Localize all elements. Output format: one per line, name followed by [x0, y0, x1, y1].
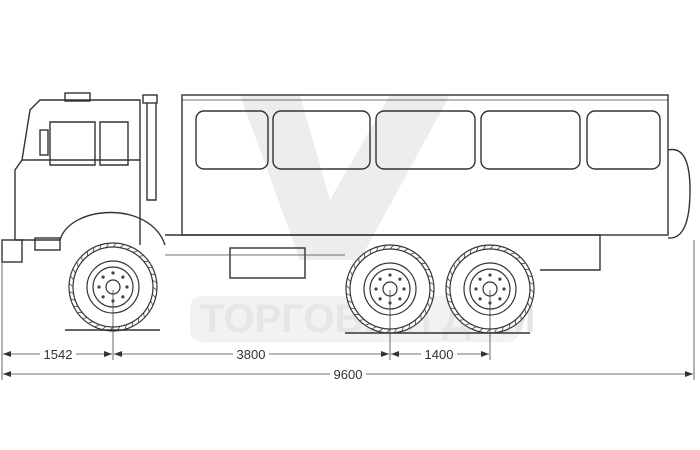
window [272, 110, 371, 170]
window [480, 110, 581, 170]
dimension-extension-lines [1, 240, 695, 380]
passenger-body [165, 94, 691, 279]
dim-wheelbase: 3800 [237, 347, 266, 362]
dim-rear-axle-spacing: 1400 [425, 347, 454, 362]
spare-tire [667, 148, 691, 239]
wheel-rear-2 [445, 244, 535, 334]
fuel-tank [229, 247, 306, 279]
dim-overall-length: 9600 [334, 367, 363, 382]
window [586, 110, 661, 170]
window [195, 110, 269, 170]
dim-front-overhang: 1542 [44, 347, 73, 362]
truck-cab [1, 92, 166, 263]
wheel-rear-1 [345, 244, 435, 334]
window [375, 110, 476, 170]
wheels [68, 242, 535, 334]
